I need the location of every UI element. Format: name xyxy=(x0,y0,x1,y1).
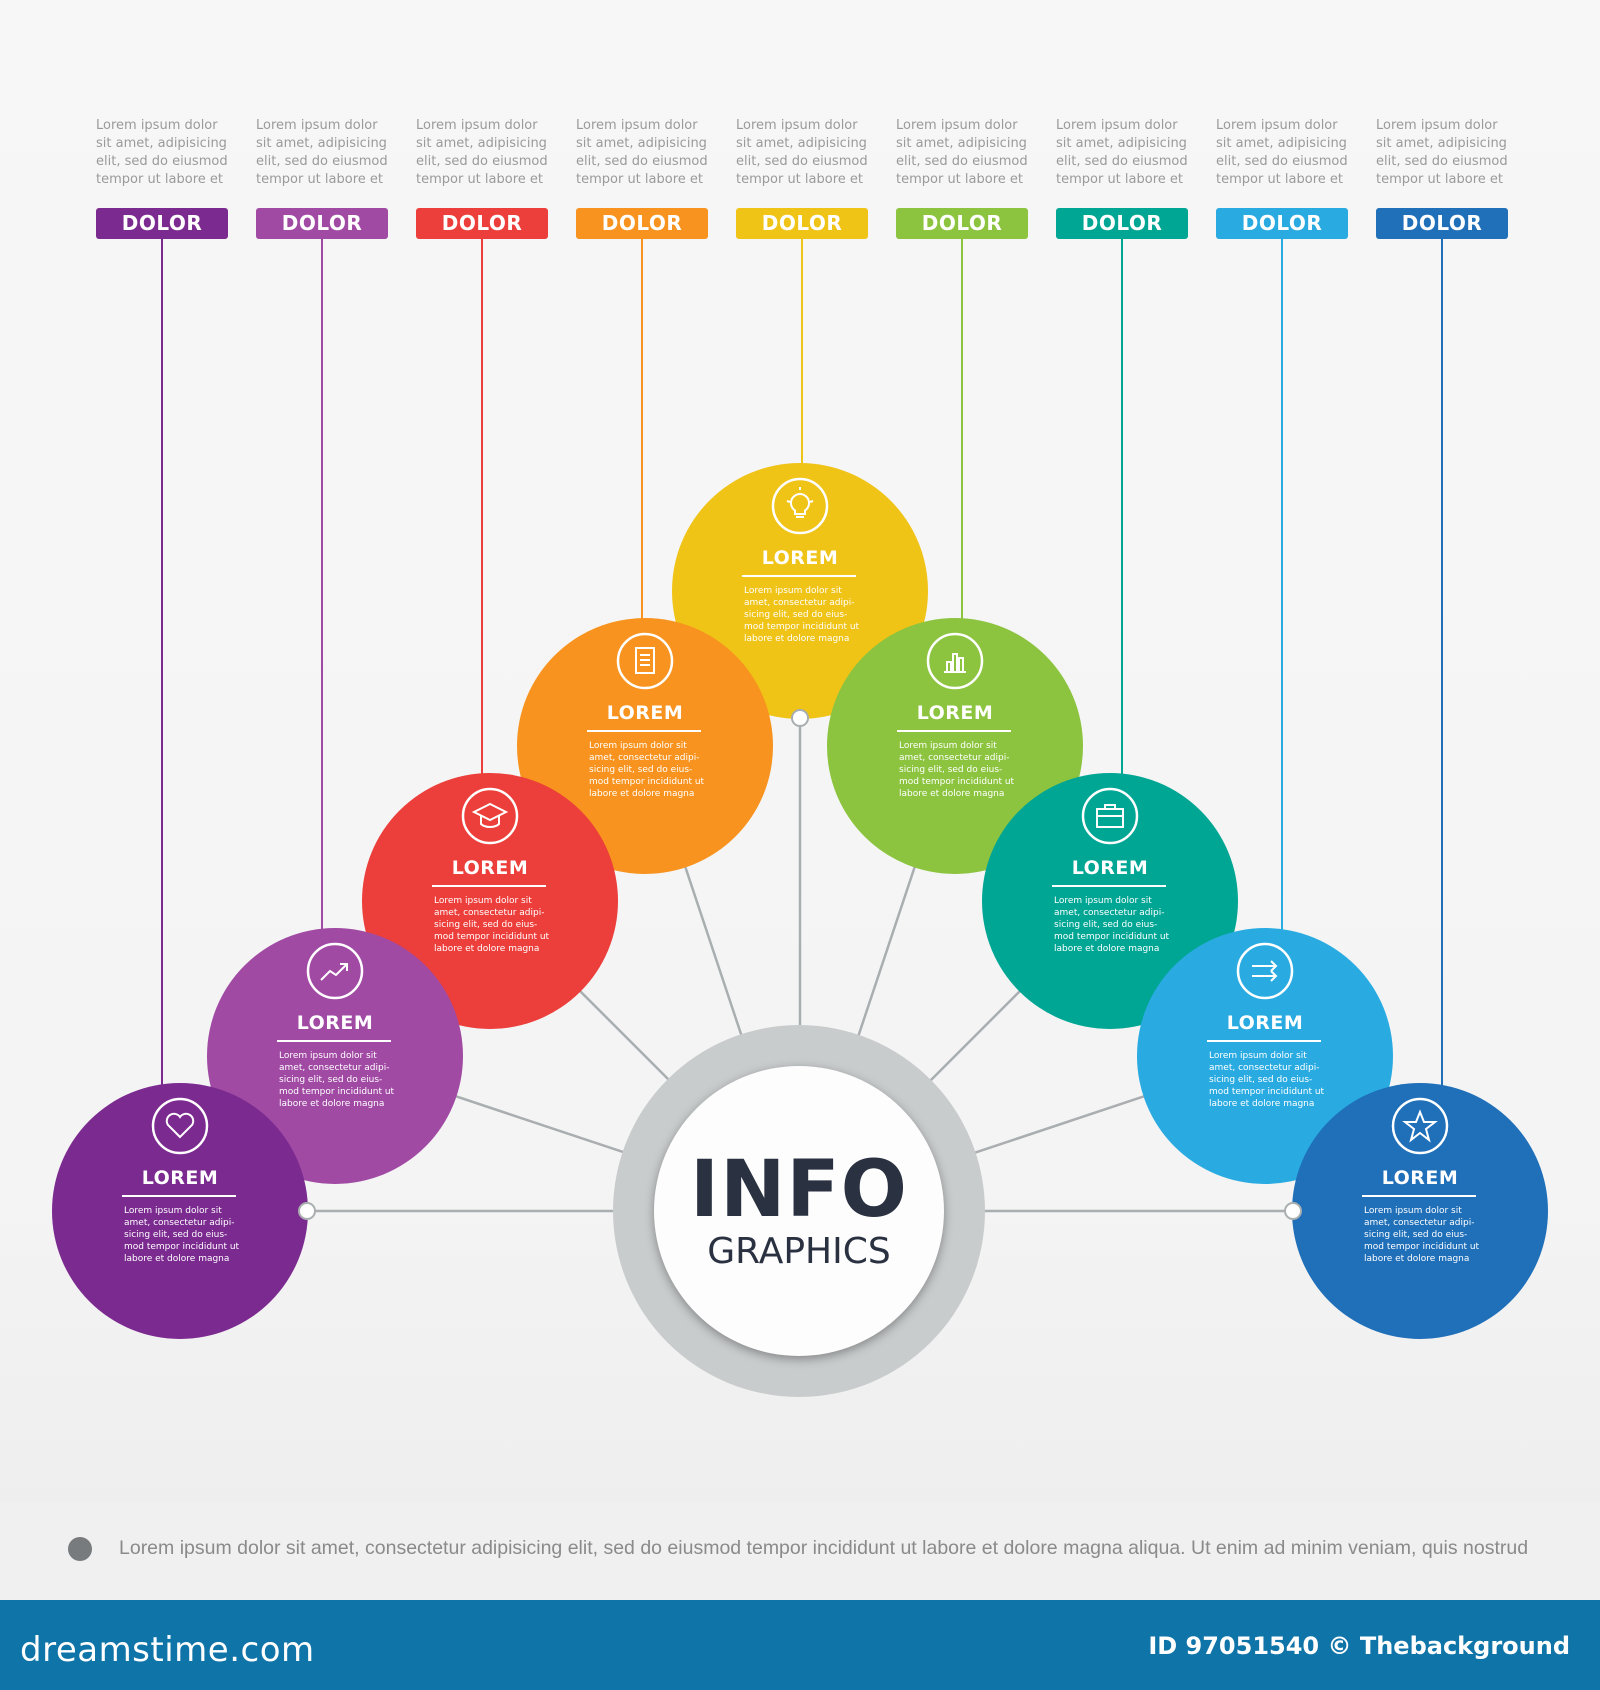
description-band xyxy=(0,1502,1600,1600)
node-title: LOREM xyxy=(296,1012,374,1034)
column-text: Lorem ipsum dolor sit amet, adipisicing … xyxy=(736,118,868,187)
node-title: LOREM xyxy=(141,1167,219,1189)
star-icon xyxy=(1391,1097,1449,1155)
node-text: Lorem ipsum dolor sit amet, consectetur … xyxy=(1209,1051,1325,1109)
node-text: Lorem ipsum dolor sit amet, consectetur … xyxy=(744,586,860,644)
document-icon xyxy=(616,632,674,690)
hub-title: INFO xyxy=(690,1145,908,1235)
junction-dot xyxy=(791,709,809,727)
node-divider xyxy=(1052,885,1166,887)
node-text: Lorem ipsum dolor sit amet, consectetur … xyxy=(434,896,550,954)
column-text: Lorem ipsum dolor sit amet, adipisicing … xyxy=(1056,118,1188,187)
node-title: LOREM xyxy=(761,547,839,569)
column-tag: DOLOR xyxy=(736,208,868,239)
column-tag: DOLOR xyxy=(1376,208,1508,239)
trend-arrow-icon xyxy=(306,942,364,1000)
node-divider xyxy=(587,730,701,732)
heart-icon xyxy=(151,1097,209,1155)
column-tag: DOLOR xyxy=(1056,208,1188,239)
node-text: Lorem ipsum dolor sit amet, consectetur … xyxy=(589,741,705,799)
briefcase-icon xyxy=(1081,787,1139,845)
node-divider xyxy=(277,1040,391,1042)
junction-dot xyxy=(298,1202,316,1220)
hub-circle: INFO GRAPHICS xyxy=(654,1066,944,1356)
node-9: LOREM Lorem ipsum dolor sit amet, consec… xyxy=(1292,1083,1548,1339)
column-tag: DOLOR xyxy=(256,208,388,239)
column-tag: DOLOR xyxy=(576,208,708,239)
node-text: Lorem ipsum dolor sit amet, consectetur … xyxy=(1364,1206,1480,1264)
column-text: Lorem ipsum dolor sit amet, adipisicing … xyxy=(256,118,388,187)
node-title: LOREM xyxy=(606,702,684,724)
column-text: Lorem ipsum dolor sit amet, adipisicing … xyxy=(896,118,1028,187)
graduation-cap-icon xyxy=(461,787,519,845)
footer-image-id: ID 97051540 © Thebackground xyxy=(1148,1632,1570,1660)
node-text: Lorem ipsum dolor sit amet, consectetur … xyxy=(1054,896,1170,954)
node-title: LOREM xyxy=(916,702,994,724)
column-text: Lorem ipsum dolor sit amet, adipisicing … xyxy=(96,118,228,187)
column-3: Lorem ipsum dolor sit amet, adipisicing … xyxy=(416,117,548,239)
node-divider xyxy=(432,885,546,887)
column-tag: DOLOR xyxy=(416,208,548,239)
column-tag: DOLOR xyxy=(96,208,228,239)
column-text: Lorem ipsum dolor sit amet, adipisicing … xyxy=(416,118,548,187)
column-8: Lorem ipsum dolor sit amet, adipisicing … xyxy=(1216,117,1348,239)
node-text: Lorem ipsum dolor sit amet, consectetur … xyxy=(124,1206,240,1264)
column-text: Lorem ipsum dolor sit amet, adipisicing … xyxy=(576,118,708,187)
column-6: Lorem ipsum dolor sit amet, adipisicing … xyxy=(896,117,1028,239)
node-divider xyxy=(742,575,856,577)
node-text: Lorem ipsum dolor sit amet, consectetur … xyxy=(899,741,1015,799)
node-divider xyxy=(1362,1195,1476,1197)
column-text: Lorem ipsum dolor sit amet, adipisicing … xyxy=(1216,118,1348,187)
column-5: Lorem ipsum dolor sit amet, adipisicing … xyxy=(736,117,868,239)
hub-subtitle: GRAPHICS xyxy=(707,1231,891,1272)
node-divider xyxy=(897,730,1011,732)
node-title: LOREM xyxy=(1071,857,1149,879)
bar-chart-icon xyxy=(926,632,984,690)
node-divider xyxy=(1207,1040,1321,1042)
column-tag: DOLOR xyxy=(1216,208,1348,239)
column-text: Lorem ipsum dolor sit amet, adipisicing … xyxy=(1376,118,1508,187)
lightbulb-icon xyxy=(771,477,829,535)
node-1: LOREM Lorem ipsum dolor sit amet, consec… xyxy=(52,1083,308,1339)
junction-dot xyxy=(1284,1202,1302,1220)
node-text: Lorem ipsum dolor sit amet, consectetur … xyxy=(279,1051,395,1109)
node-title: LOREM xyxy=(1226,1012,1304,1034)
arrows-icon xyxy=(1236,942,1294,1000)
column-2: Lorem ipsum dolor sit amet, adipisicing … xyxy=(256,117,388,239)
node-divider xyxy=(122,1195,236,1197)
column-4: Lorem ipsum dolor sit amet, adipisicing … xyxy=(576,117,708,239)
column-tag: DOLOR xyxy=(896,208,1028,239)
footer-logo: dreamstime.com xyxy=(20,1630,315,1670)
node-title: LOREM xyxy=(451,857,529,879)
column-7: Lorem ipsum dolor sit amet, adipisicing … xyxy=(1056,117,1188,239)
node-title: LOREM xyxy=(1381,1167,1459,1189)
column-9: Lorem ipsum dolor sit amet, adipisicing … xyxy=(1376,117,1508,239)
column-1: Lorem ipsum dolor sit amet, adipisicing … xyxy=(96,117,228,239)
bullet-dot xyxy=(68,1537,92,1561)
footer-bar: dreamstime.com ID 97051540 © Thebackgrou… xyxy=(0,1600,1600,1690)
description-text: Lorem ipsum dolor sit amet, consectetur … xyxy=(119,1537,1529,1559)
